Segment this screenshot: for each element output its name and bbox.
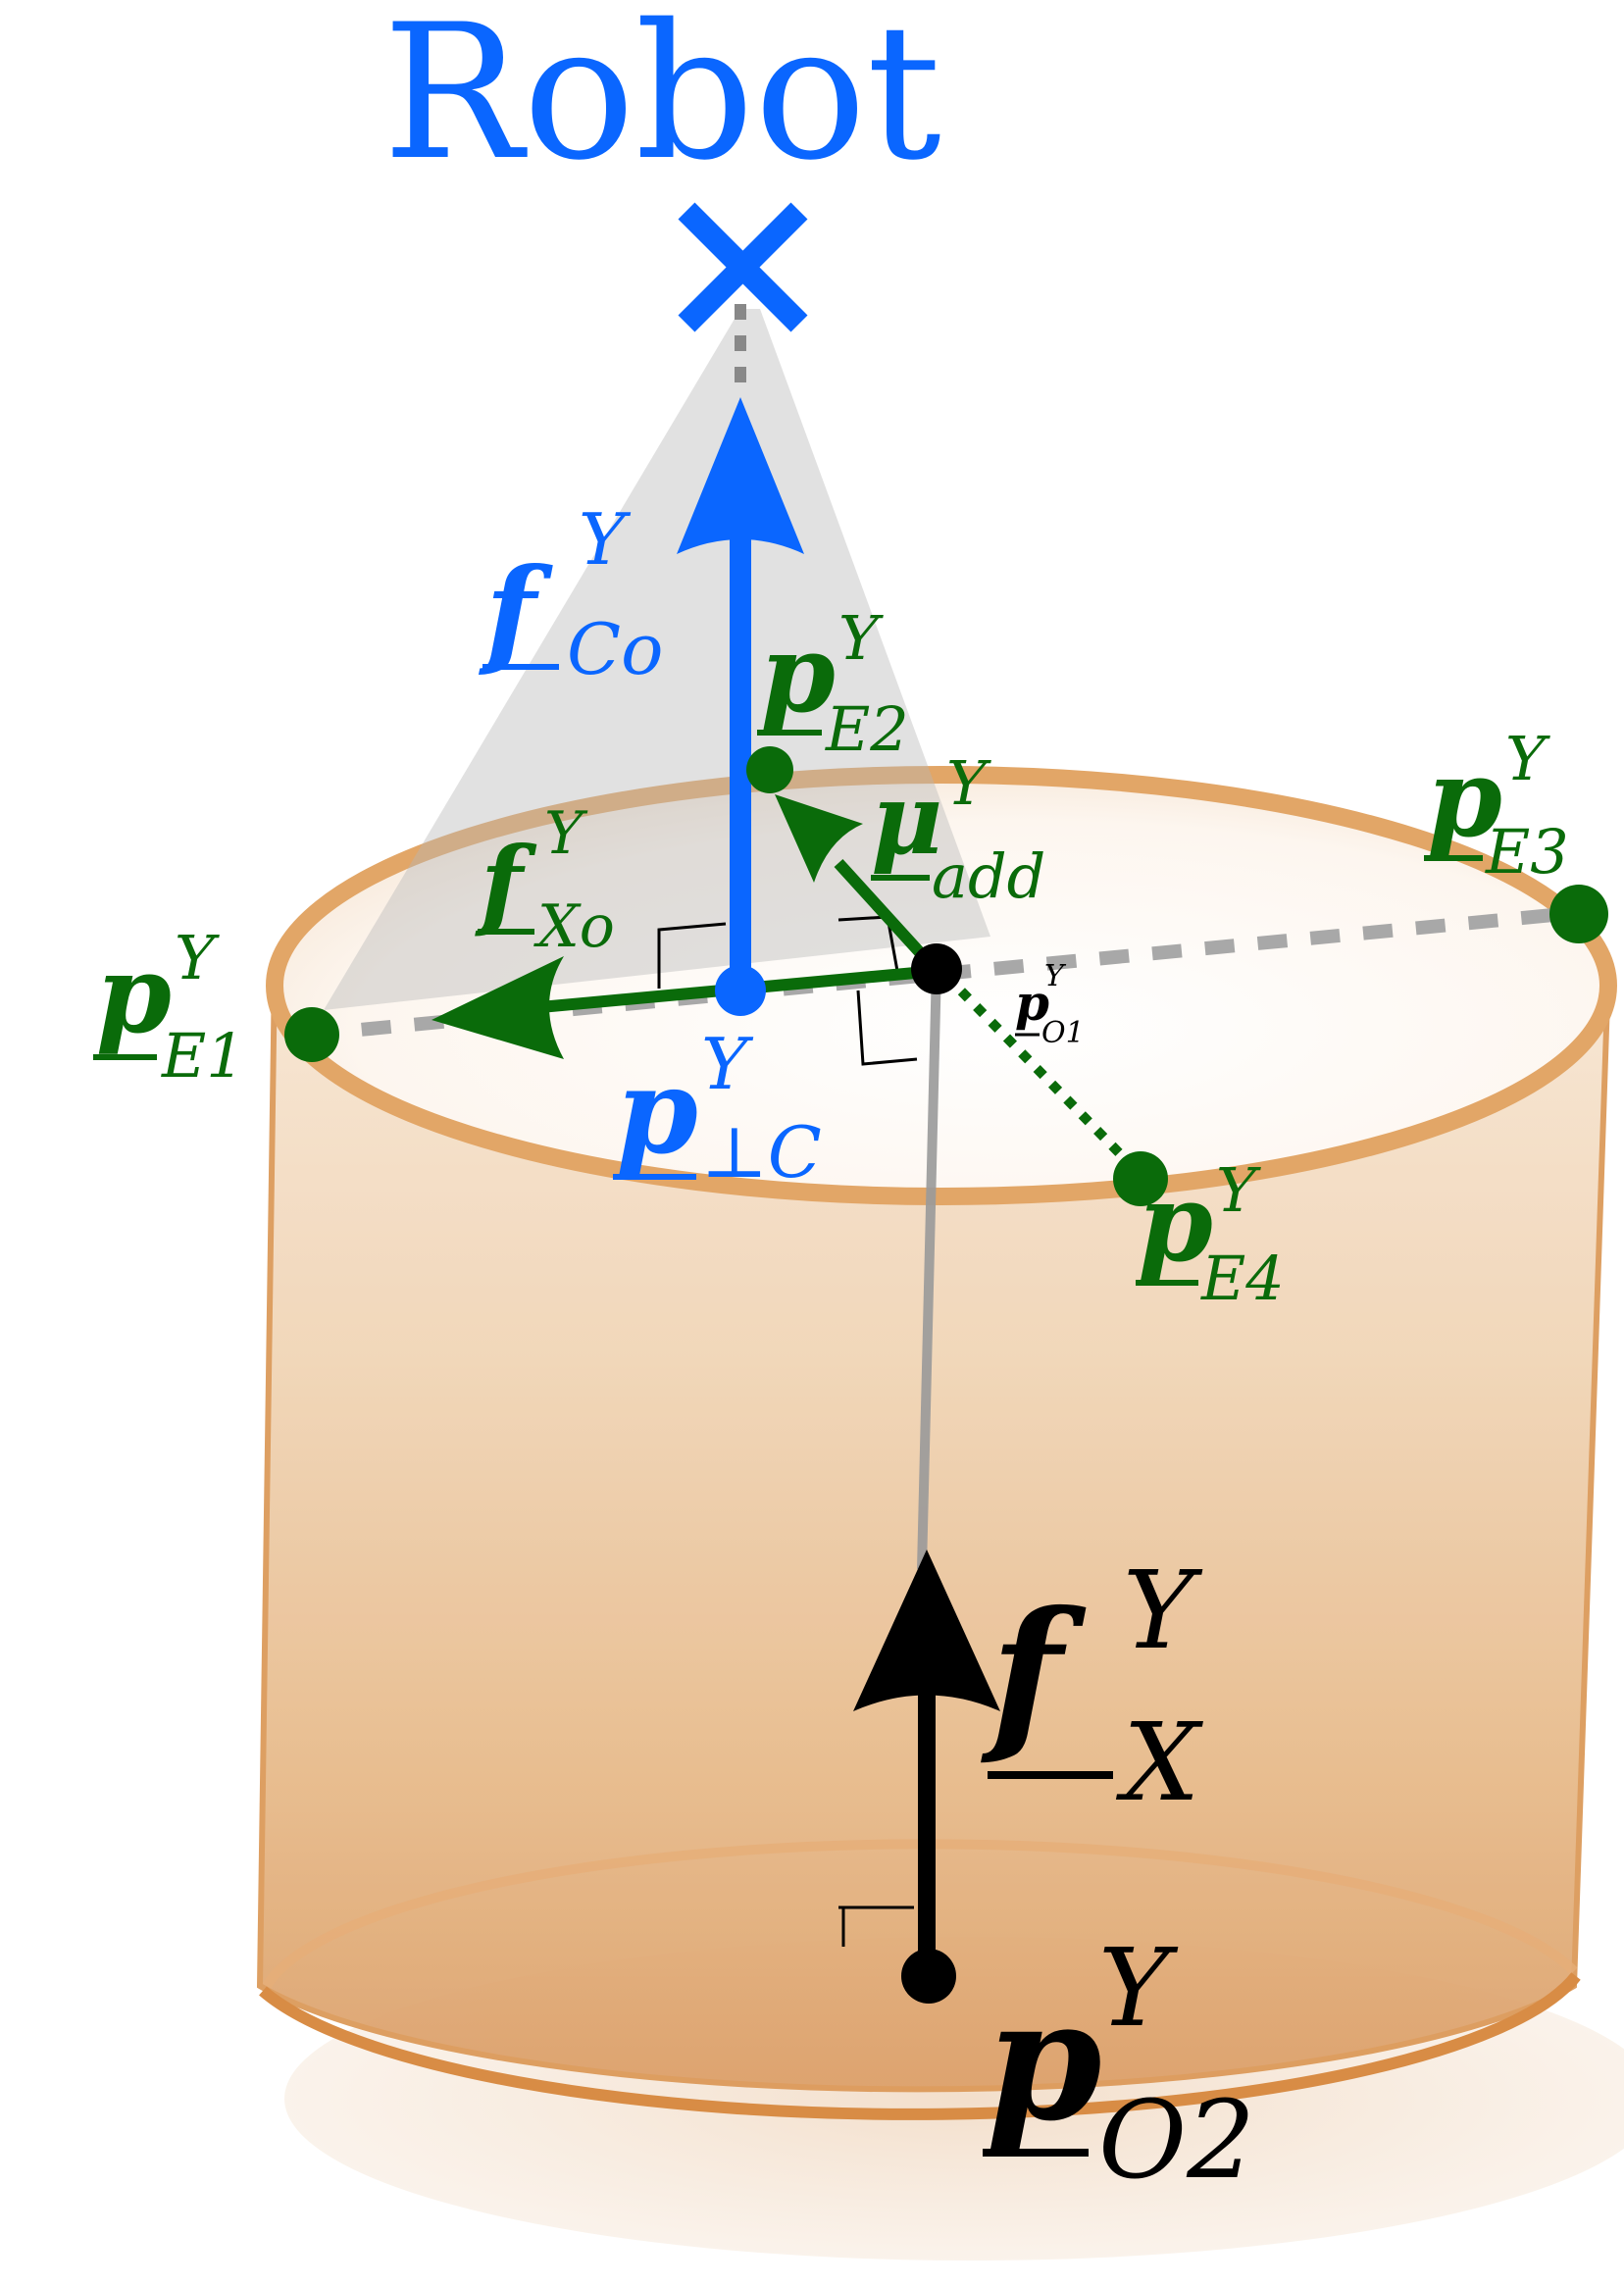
point-p-perp-c <box>715 965 766 1016</box>
label-p-e1-sub: E1 <box>161 1020 245 1092</box>
label-p-e1-sup: Y <box>175 922 220 993</box>
label-p-o1-base: p <box>1015 974 1049 1032</box>
label-p-e3-sub: E3 <box>1485 816 1569 888</box>
label-p-e4: p Y E4 <box>1136 1154 1285 1314</box>
right-angle-marks <box>657 915 918 1947</box>
label-p-o2-base: p <box>986 1962 1102 2159</box>
label-p-e3-sup: Y <box>1505 723 1550 794</box>
label-p-e4-base: p <box>1138 1159 1213 1286</box>
label-f-x-sub: X <box>1115 1700 1203 1825</box>
label-mu-add: μ Y add <box>871 747 1045 912</box>
label-p-e3: p Y E3 <box>1424 723 1569 888</box>
robot-marker <box>678 202 808 332</box>
point-p-e4 <box>1113 1151 1168 1206</box>
cylinder-bottom-front <box>259 1972 1581 2120</box>
label-p-o2-sup: Y <box>1098 1925 1179 2051</box>
label-p-e4-sub: E4 <box>1200 1243 1285 1314</box>
label-p-e2: p Y E2 <box>757 602 909 765</box>
label-mu-add-sup: Y <box>946 747 991 819</box>
label-p-e3-base: p <box>1427 735 1502 861</box>
robot-title: Robot <box>382 0 941 201</box>
label-p-e1-base: p <box>96 931 172 1057</box>
force-arrow-f-x <box>853 1549 1000 1976</box>
label-mu-add-sub: add <box>932 840 1045 912</box>
dotted-line-e4 <box>942 972 1146 1181</box>
label-p-e2-sup: Y <box>838 602 884 674</box>
point-p-o2 <box>901 1949 956 2004</box>
label-f-xo-sub: Xo <box>533 892 615 961</box>
point-p-e3 <box>1549 885 1608 943</box>
label-p-o1-sup: Y <box>1044 959 1067 993</box>
label-p-perp-c-sub: ⊥C <box>701 1111 822 1194</box>
label-p-e1: p Y E1 <box>93 922 245 1092</box>
label-p-e2-base: p <box>760 610 836 737</box>
cylinder-bottom-rim <box>262 1839 1578 1989</box>
label-mu-add-base: μ <box>871 761 942 877</box>
label-p-o1-sub: O1 <box>1041 1016 1085 1050</box>
force-arrow-f-co <box>677 397 804 991</box>
point-p-o1 <box>911 943 962 994</box>
label-p-perp-c: p Y ⊥C <box>613 1023 822 1194</box>
label-p-perp-c-base: p <box>616 1042 698 1181</box>
label-f-xo-sup: Y <box>544 799 588 868</box>
label-p-o1: p Y O1 <box>1015 959 1085 1050</box>
label-p-o2: p Y O2 <box>983 1925 1255 2203</box>
label-f-co-sup: Y <box>579 498 632 581</box>
label-p-perp-c-sup: Y <box>701 1023 754 1105</box>
label-p-e2-sub: E2 <box>825 693 909 765</box>
label-p-e4-sup: Y <box>1216 1154 1261 1226</box>
central-axis <box>917 965 941 1570</box>
label-f-x-sup: Y <box>1123 1548 1203 1673</box>
point-p-e2 <box>746 746 793 793</box>
label-f-co-sub: Co <box>567 608 663 690</box>
point-p-e1 <box>284 1007 339 1062</box>
label-p-o2-sub: O2 <box>1098 2077 1255 2203</box>
